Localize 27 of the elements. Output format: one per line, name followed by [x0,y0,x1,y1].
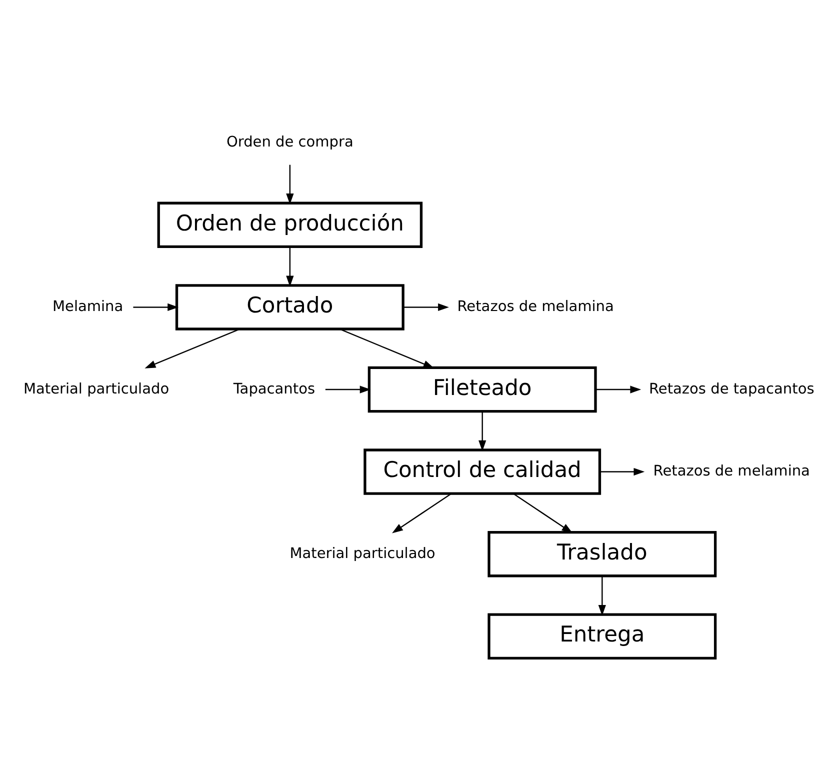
node-text: Retazos de melamina [457,298,614,314]
node-text: Material particulado [23,380,170,397]
arrow [133,302,178,311]
node-text: Retazos de melamina [653,463,810,480]
node-box: Control de calidad [364,448,602,494]
node-text: Material particulado [290,545,436,562]
arrow [340,328,434,368]
node-text: Orden de compra [226,134,354,150]
arrow [513,492,573,533]
node-text: Tapacantos [233,380,316,397]
node-box: Entrega [488,612,717,659]
node-box: Fileteado [368,366,597,412]
arrow [144,328,240,368]
arrow [286,246,294,286]
node-box: Cortado [175,284,404,330]
arrow [392,492,452,533]
node-box: Traslado [488,530,717,577]
arrow [286,164,294,204]
arrow [600,467,645,476]
arrow [478,411,486,451]
arrow [598,576,606,616]
arrow [325,385,371,393]
node-box: Orden de producción [157,201,423,248]
arrow [596,385,642,393]
arrow [403,302,449,311]
node-text: Retazos de tapacantos [648,380,814,397]
node-text: Melamina [52,298,124,314]
